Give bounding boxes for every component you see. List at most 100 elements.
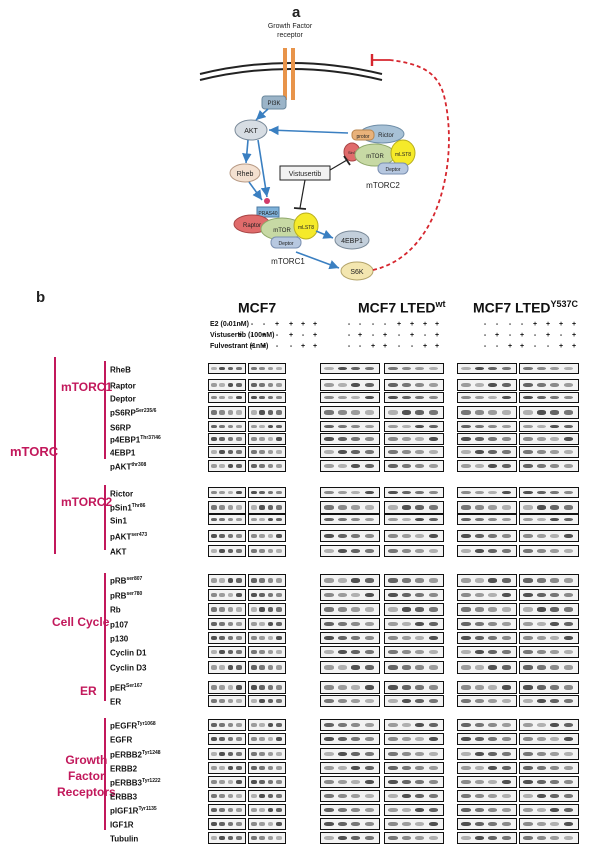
blot-band xyxy=(236,794,242,798)
group-mtorc1: mTORC1 xyxy=(61,380,113,394)
blot-band xyxy=(488,437,498,441)
blot-strip xyxy=(384,632,444,644)
blot-strip xyxy=(320,392,380,403)
blot-band xyxy=(324,450,334,454)
blot-band xyxy=(428,794,438,798)
blot-band xyxy=(324,366,334,371)
blot-strip xyxy=(208,818,246,830)
blot-band xyxy=(501,578,511,583)
blot-strip xyxy=(248,681,286,694)
blot-band xyxy=(337,437,348,441)
blot-band xyxy=(351,490,361,495)
condition-sign: + xyxy=(288,321,294,328)
blot-strip xyxy=(384,363,444,374)
blot-band xyxy=(227,517,234,522)
blot-band xyxy=(401,410,412,415)
blot-band xyxy=(351,822,361,826)
blot-band xyxy=(251,636,257,640)
blot-strip xyxy=(519,646,579,658)
blot-strip xyxy=(384,574,444,587)
blot-band xyxy=(388,464,398,468)
blot-band xyxy=(259,699,266,703)
condition-sign: - xyxy=(226,321,230,328)
blot-band xyxy=(550,636,560,640)
blot-band xyxy=(428,723,438,727)
blot-band xyxy=(324,665,334,670)
protein-label: pRBser780 xyxy=(110,591,143,601)
blot-band xyxy=(563,752,573,756)
blot-band xyxy=(501,437,511,441)
blot-band xyxy=(388,490,398,495)
blot-band xyxy=(236,424,242,429)
blot-band xyxy=(415,607,425,612)
condition-sign: + xyxy=(422,321,428,328)
blot-band xyxy=(251,490,257,495)
blot-band xyxy=(259,636,266,640)
blot-band xyxy=(324,607,334,612)
blot-band xyxy=(563,636,573,640)
blot-strip xyxy=(248,719,286,731)
blot-band xyxy=(236,464,242,468)
blot-band xyxy=(550,794,560,798)
blot-band xyxy=(267,780,274,784)
blot-band xyxy=(364,699,374,703)
blot-band xyxy=(550,549,560,553)
blot-band xyxy=(324,737,334,741)
blot-band xyxy=(501,808,511,812)
blot-band xyxy=(563,650,573,654)
blot-band xyxy=(324,505,334,510)
blot-band xyxy=(351,424,361,429)
blot-band xyxy=(536,383,547,387)
blot-band xyxy=(227,665,234,670)
condition-sign: - xyxy=(410,343,414,350)
blot-band xyxy=(227,808,234,812)
blot-band xyxy=(401,685,412,690)
blot-strip xyxy=(208,762,246,774)
blot-band xyxy=(267,593,274,597)
blot-band xyxy=(211,450,217,454)
blot-band xyxy=(428,766,438,770)
condition-sign: - xyxy=(347,321,351,328)
blot-band xyxy=(401,424,412,429)
blot-band xyxy=(563,836,573,840)
blot-band xyxy=(211,578,217,583)
bar-growth-factor xyxy=(104,718,106,830)
blot-band xyxy=(550,752,560,756)
blot-band xyxy=(364,437,374,441)
blot-band xyxy=(219,464,226,468)
blot-band xyxy=(401,464,412,468)
blot-band xyxy=(251,593,257,597)
blot-band xyxy=(236,665,242,670)
blot-band xyxy=(536,517,547,522)
blot-band xyxy=(461,490,471,495)
blot-band xyxy=(488,752,498,756)
blot-band xyxy=(364,395,374,400)
mtorc1-raptor-label: Raptor xyxy=(243,223,261,229)
mtorc2-sin1-label: Sin1 xyxy=(348,150,357,155)
blot-band xyxy=(388,437,398,441)
blot-band xyxy=(550,464,560,468)
blot-strip xyxy=(457,421,517,432)
blot-band xyxy=(550,505,560,510)
mtorc2-deptor-label: Deptor xyxy=(385,167,400,173)
mtorc2-protor xyxy=(351,129,375,141)
blot-strip xyxy=(519,804,579,816)
blot-band xyxy=(219,505,226,510)
blot-band xyxy=(523,366,533,371)
blot-strip xyxy=(457,681,517,694)
blot-band xyxy=(563,505,573,510)
blot-band xyxy=(550,578,560,583)
blot-strip xyxy=(457,776,517,788)
blot-strip xyxy=(320,681,380,694)
blot-band xyxy=(219,794,226,798)
blot-band xyxy=(337,450,348,454)
blot-strip xyxy=(519,487,579,498)
blot-band xyxy=(259,665,266,670)
blot-band xyxy=(461,410,471,415)
blot-band xyxy=(227,490,234,495)
condition-sign: - xyxy=(347,332,351,339)
blot-band xyxy=(259,723,266,727)
blot-strip xyxy=(384,433,444,445)
blot-band xyxy=(324,808,334,812)
blot-band xyxy=(364,723,374,727)
